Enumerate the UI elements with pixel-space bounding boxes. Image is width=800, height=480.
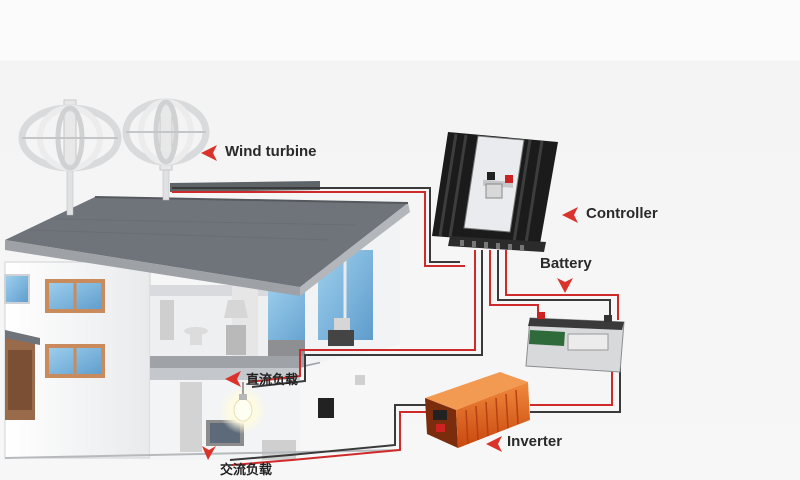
controller-device xyxy=(432,132,558,252)
light-bulb-icon xyxy=(219,382,267,434)
label-ac-load: 交流负载 xyxy=(220,463,273,478)
arrow-icon-controller xyxy=(562,207,578,223)
inverter-device xyxy=(425,372,530,448)
arrow-icon-wind xyxy=(201,145,217,161)
roof xyxy=(5,197,408,287)
label-controller: Controller xyxy=(586,205,658,222)
label-inverter: Inverter xyxy=(507,433,563,450)
arrow-icon-ac xyxy=(202,446,216,460)
wind-turbine-left-icon xyxy=(18,99,122,216)
wiring xyxy=(172,187,621,466)
arrow-icon-dc xyxy=(225,371,241,387)
arrow-icon-inverter xyxy=(486,436,502,452)
label-dc-load: 直流负载 xyxy=(246,373,299,388)
label-battery: Battery xyxy=(540,255,592,272)
wind-turbine-right-icon xyxy=(122,98,210,201)
battery-device xyxy=(525,312,625,373)
label-wind-turbine: Wind turbine xyxy=(225,143,317,160)
arrow-icon-battery xyxy=(557,278,573,293)
house-windows xyxy=(4,274,105,378)
house xyxy=(4,181,410,460)
pointer-arrows xyxy=(201,145,578,460)
